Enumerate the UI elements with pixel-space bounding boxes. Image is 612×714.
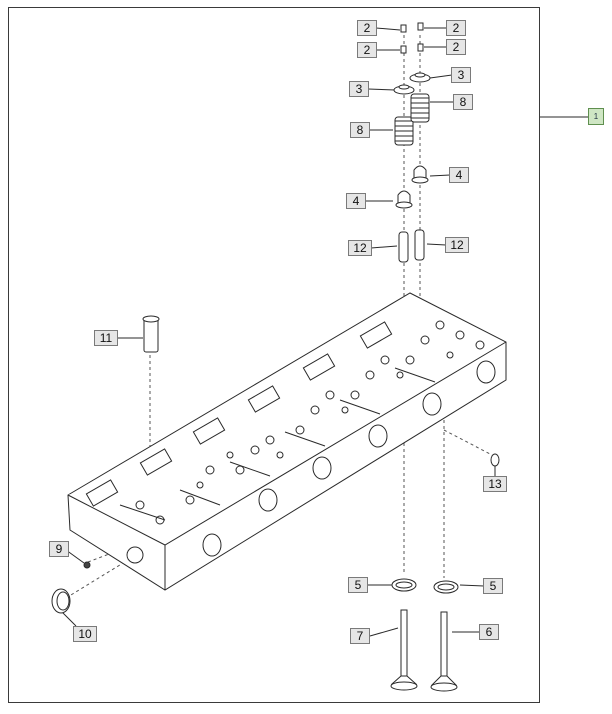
- callout-retainer-left: 3: [349, 81, 369, 97]
- callout-valve-intake: 7: [350, 628, 370, 644]
- valve-seat-inserts: [391, 578, 459, 594]
- injector-sleeve: [142, 315, 160, 353]
- callout-injector-sleeve: 11: [94, 330, 118, 346]
- callout-retainer-right: 3: [451, 67, 471, 83]
- callout-keeper-left-upper: 2: [357, 20, 377, 36]
- callout-spring-right: 8: [453, 94, 473, 110]
- valve-guides: [398, 229, 425, 263]
- cylinder-head: [67, 292, 507, 591]
- callout-keeper-right-upper: 2: [446, 20, 466, 36]
- callout-o-ring: 13: [483, 476, 507, 492]
- o-ring-part: [490, 453, 500, 467]
- callout-spring-left: 8: [350, 122, 370, 138]
- callout-keeper-right-lower: 2: [446, 39, 466, 55]
- callout-seat-left: 5: [348, 577, 368, 593]
- valve-stem-seals: [395, 165, 429, 209]
- valves: [390, 609, 458, 692]
- callout-valve-exhaust: 6: [479, 624, 499, 640]
- callout-guide-left: 12: [348, 240, 372, 256]
- callout-leaders: [57, 27, 496, 637]
- reference-box: 1: [588, 108, 604, 125]
- callout-guide-right: 12: [445, 237, 469, 253]
- plug-part: [83, 561, 91, 569]
- valve-keepers: [400, 22, 424, 54]
- callout-keeper-left-lower: 2: [357, 42, 377, 58]
- callout-stem-seal-right: 4: [449, 167, 469, 183]
- spring-retainers: [393, 72, 431, 95]
- callout-stem-seal-left: 4: [346, 193, 366, 209]
- diagram-frame: [8, 7, 540, 703]
- valve-springs: [394, 93, 430, 146]
- callout-expansion-plug: 10: [73, 626, 97, 642]
- callout-seat-right: 5: [483, 578, 503, 594]
- callout-plug: 9: [49, 541, 69, 557]
- expansion-plug: [51, 588, 71, 614]
